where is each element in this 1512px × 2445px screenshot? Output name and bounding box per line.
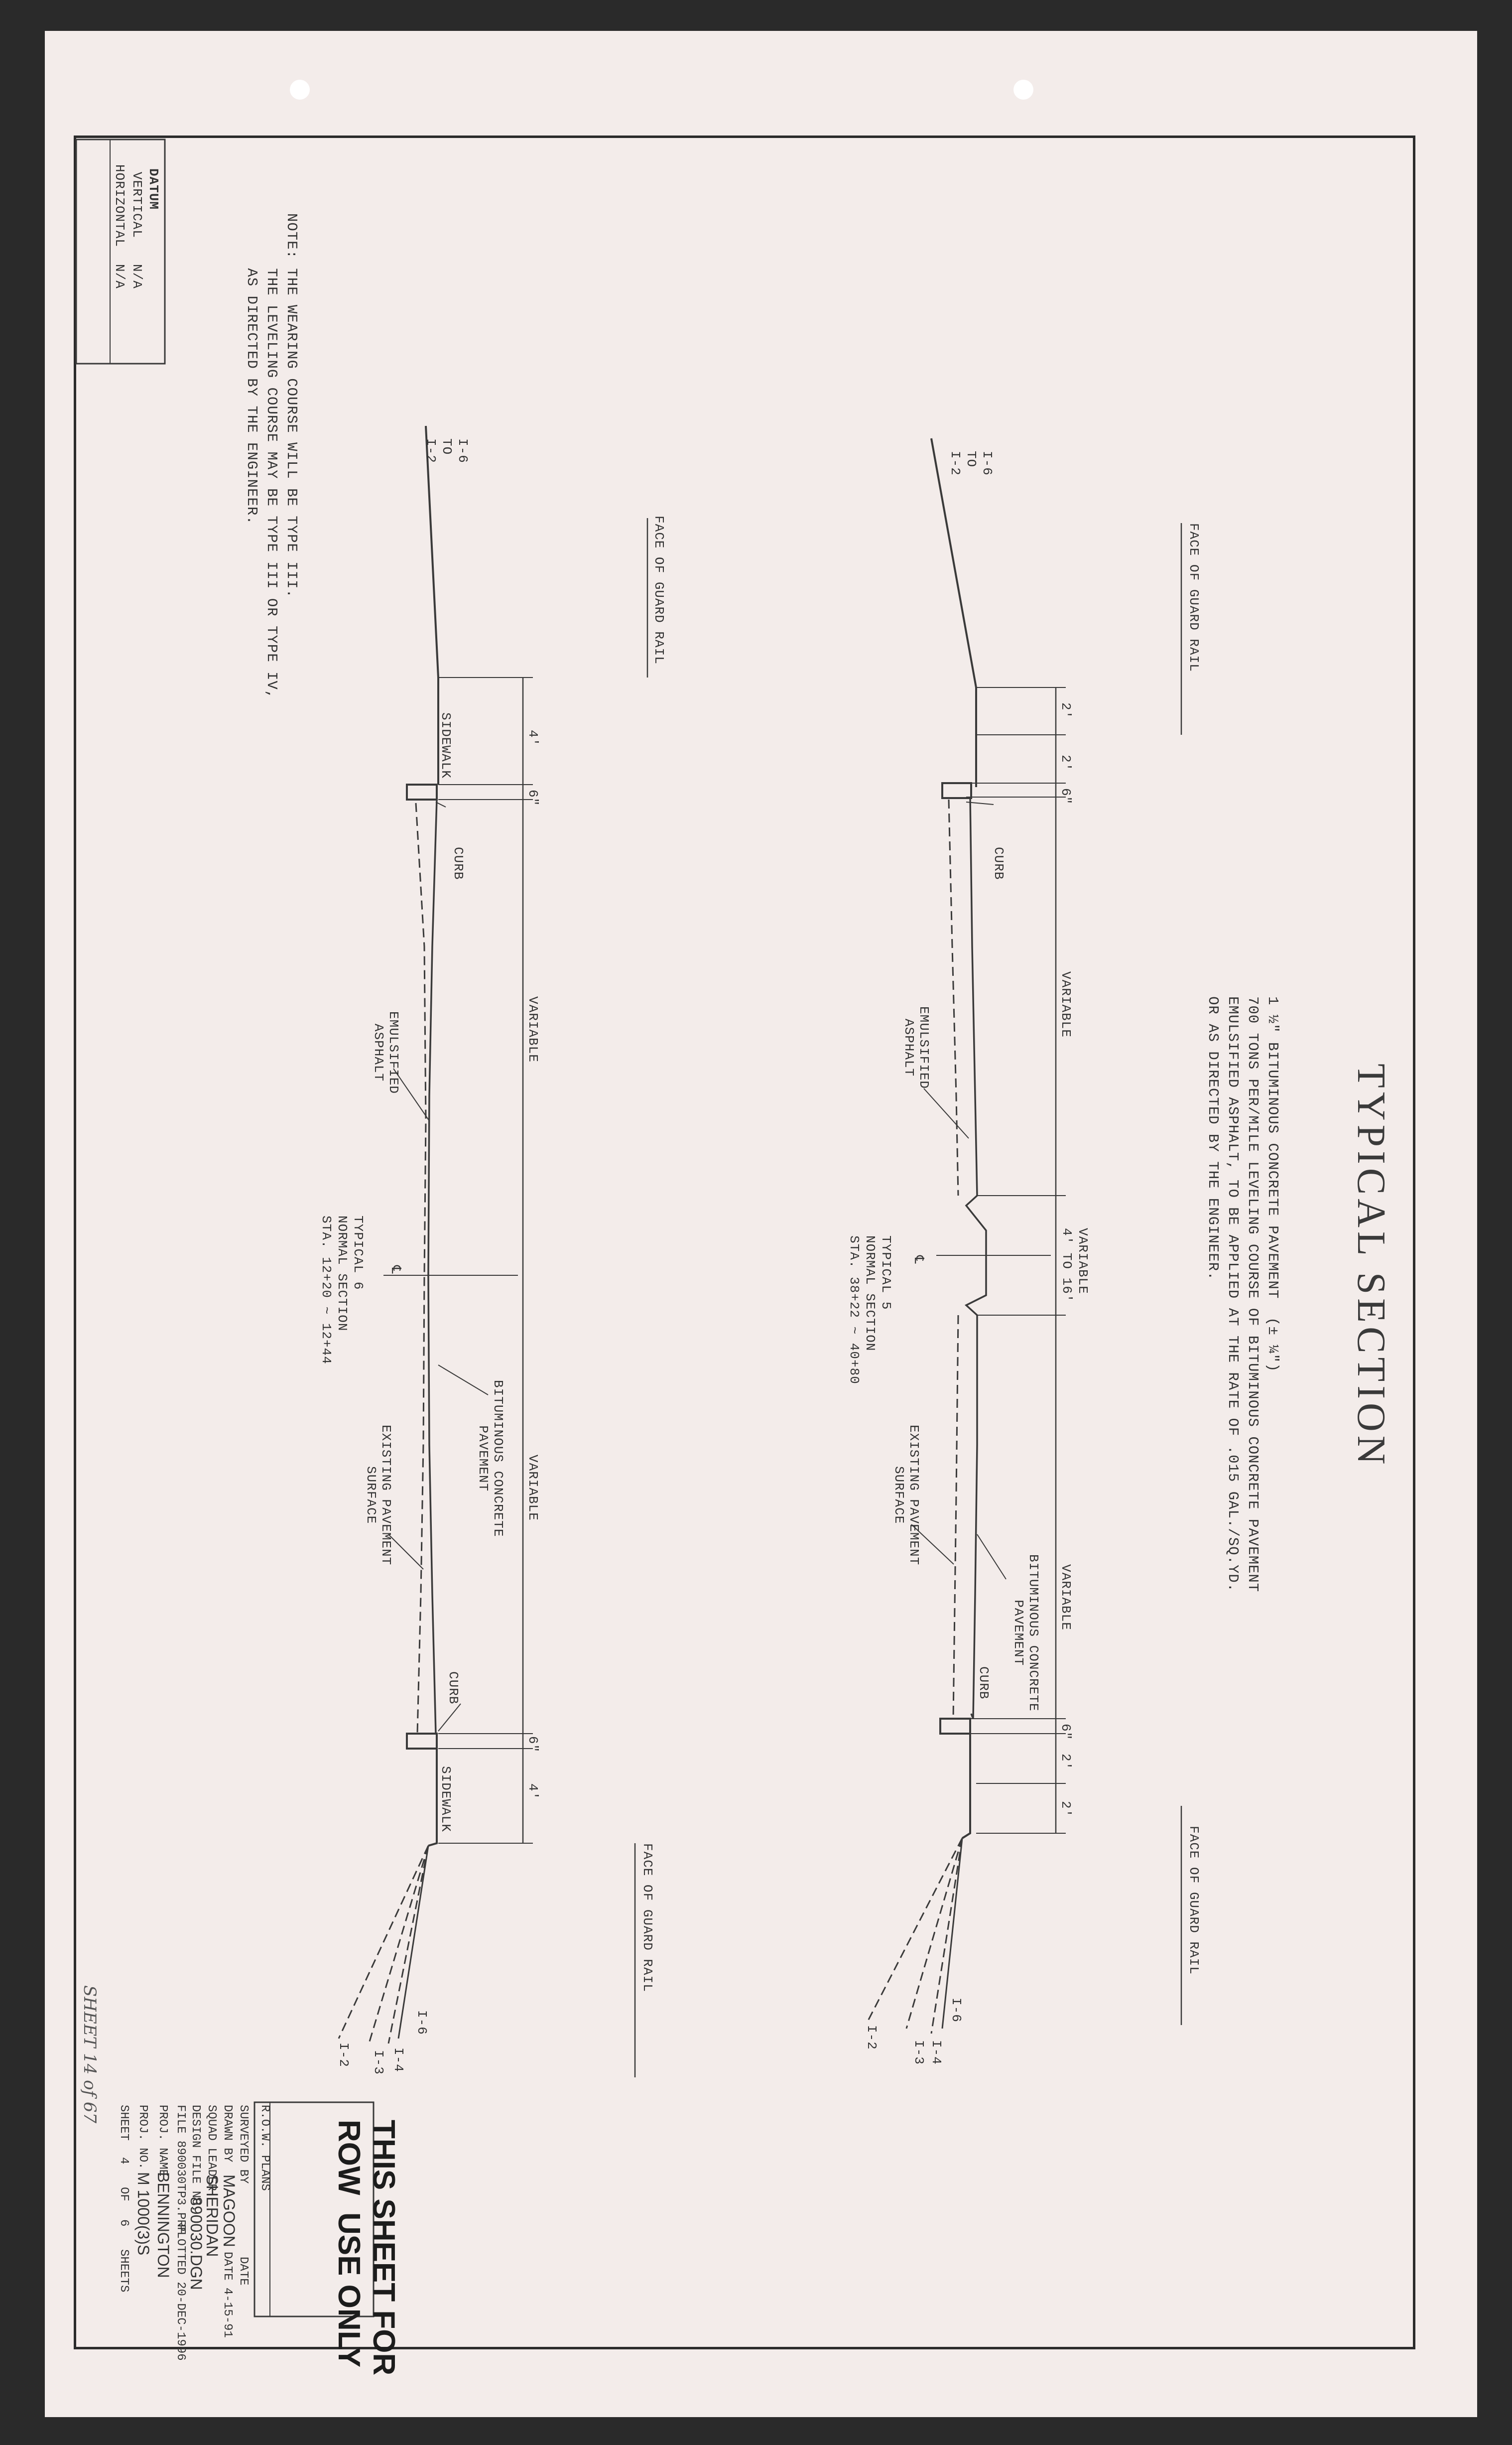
drawing-sheet (45, 31, 1477, 2417)
punch-hole (290, 80, 310, 100)
datum-horizontal-value: N/A (112, 264, 127, 289)
section6-dim: 4' (525, 730, 540, 747)
section6-dim: VARIABLE (525, 996, 540, 1063)
sheet-border (74, 136, 1415, 2349)
section-5 (867, 438, 1182, 2034)
curb-left (941, 782, 972, 799)
pdf-file: FILE 890030TP3.PRF (174, 2105, 187, 2234)
section5-dim: 2' (1058, 702, 1073, 719)
section5-dim: VARIABLE (1058, 971, 1073, 1038)
section6-guard-rail-right: FACE OF GUARD RAIL (640, 1843, 655, 1992)
section6-dim: 6" (525, 790, 540, 807)
curb-right (406, 1733, 438, 1750)
section5-emulsified: EMULSIFIED ASPHALT (901, 1006, 931, 1089)
section-6 (338, 425, 648, 2077)
pavement-notes: 1 ½" BITUMINOUS CONCRETE PAVEMENT (± ¼")… (1205, 996, 1281, 1593)
section5-dim: 2' (1058, 1801, 1073, 1818)
existing-surface (415, 803, 427, 1734)
project-name: BENNINGTON (154, 2172, 172, 2278)
section6-guard-rail-left: FACE OF GUARD RAIL (651, 516, 666, 665)
cut-slope-left (930, 438, 977, 787)
section6-slope: I-6 TO I-2 (423, 438, 470, 463)
section5-dim: 2' (1058, 755, 1073, 772)
existing-surface (948, 799, 959, 1196)
section5-guard-rail-right: FACE OF GUARD RAIL (1186, 1826, 1201, 1975)
section5-existing: EXISTING PAVEMENT SURFACE (891, 1425, 921, 1566)
date-label: DATE (237, 2257, 250, 2286)
row-use-stamp: THIS SHEET FOR ROW USE ONLY (332, 2120, 401, 2376)
fill-slope-right (961, 1734, 971, 1839)
section6-existing: EXISTING PAVEMENT SURFACE (364, 1425, 393, 1566)
plotted: PLOTTED 20-DEC-1996 (174, 2224, 187, 2361)
section5-guard-rail-left: FACE OF GUARD RAIL (1186, 523, 1201, 672)
sheet-label: SHEET (117, 2105, 130, 2141)
page-title: TYPICAL SECTION (1349, 1064, 1393, 1469)
datum-vertical-value: N/A (129, 264, 144, 289)
slope-label: I-2 (864, 2025, 879, 2050)
of-label: OF (117, 2187, 130, 2201)
section6-curb-right: CURB (446, 1671, 461, 1705)
section6-curb-left: CURB (451, 847, 466, 880)
punch-hole (1013, 80, 1033, 100)
section5-slope: I-6 TO I-2 (948, 451, 995, 476)
project-name-label: PROJ. NAME (156, 2105, 169, 2177)
curb-left (406, 784, 438, 801)
surveyed-by-label: SURVEYED BY (237, 2105, 250, 2184)
section5-curb-right: CURB (976, 1666, 991, 1700)
general-note: NOTE: THE WEARING COURSE WILL BE TYPE II… (244, 213, 300, 699)
sheet-total: 6 (117, 2219, 130, 2227)
datum-box (75, 138, 166, 365)
section5-label: TYPICAL 5 NORMAL SECTION STA. 38+22 ~ 40… (847, 1235, 893, 1384)
section6-centerline: ℄ (388, 1265, 403, 1274)
section5-bituminous: BITUMINOUS CONCRETE PAVEMENT (1011, 1554, 1041, 1712)
section6-emulsified: EMULSIFIED ASPHALT (371, 1011, 401, 1094)
section5-dim: 2' (1058, 1754, 1073, 1770)
section5-curb-left: CURB (991, 847, 1006, 880)
cut-slope-left (425, 425, 439, 785)
section6-dim: VARIABLE (525, 1455, 540, 1521)
slope-label: I-3 (371, 2050, 386, 2075)
date: DATE 4-15-91 (221, 2252, 234, 2338)
datum-label: DATUM (146, 168, 161, 210)
pavement-surface (964, 797, 987, 1719)
section5-dim: VARIABLE (1058, 1564, 1073, 1630)
section5-dim: 6" (1058, 788, 1073, 805)
sheet-num: 4 (117, 2157, 130, 2165)
sheets-label: SHEETS (117, 2249, 130, 2293)
curb-right (939, 1718, 971, 1735)
section6-label: TYPICAL 6 NORMAL SECTION STA. 12+20 ~ 12… (319, 1216, 366, 1364)
section6-bituminous: BITUMINOUS CONCRETE PAVEMENT (476, 1380, 505, 1537)
section6-dim: 6" (525, 1736, 540, 1753)
pavement-surface (427, 799, 438, 1734)
section5-centerline: ℄ (911, 1255, 926, 1264)
slope-label: I-6 (414, 2010, 429, 2035)
squad-leader: SHERIDAN (203, 2174, 221, 2257)
slope-label: I-6 (949, 1998, 964, 2023)
slope-label: I-4 (929, 2040, 944, 2065)
section6-sidewalk-left: SIDEWALK (438, 712, 453, 779)
section5-dim: VARIABLE 4' TO 16' (1059, 1228, 1090, 1303)
design-file: 890030.DGN (187, 2197, 205, 2290)
slope-label: I-2 (336, 2042, 351, 2067)
handwritten-sheet-number: SHEET 14 of 67 (80, 1985, 100, 2124)
datum-horizontal-label: HORIZONTAL (112, 164, 127, 248)
drawn-by: MAGOON (220, 2174, 238, 2247)
slope-label: I-3 (911, 2040, 926, 2065)
section5-dim: 6" (1058, 1724, 1073, 1741)
project-no: M 1000(3)S (134, 2172, 152, 2256)
datum-vertical-label: VERTICAL (129, 172, 144, 238)
drawn-by-label: DRAWN BY (221, 2105, 234, 2163)
title-block-header: R.O.W. PLANS (258, 2105, 271, 2191)
section6-dim: 4' (525, 1783, 540, 1800)
section6-sidewalk-right: SIDEWALK (438, 1766, 453, 1832)
design-file-label: DESIGN FILE NO. (189, 2105, 202, 2213)
slope-label: I-4 (391, 2047, 406, 2072)
project-no-label: PROJ. NO. (136, 2105, 149, 2170)
